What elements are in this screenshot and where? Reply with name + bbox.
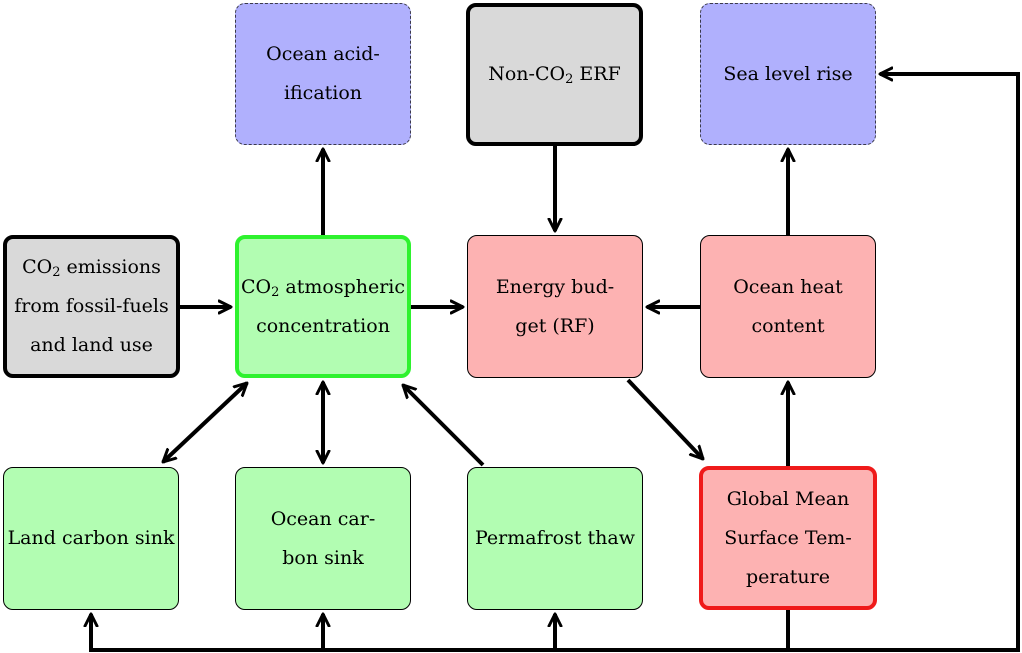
permafrost-thaw-label: Permafrost thaw — [475, 519, 635, 558]
label-line-2: content — [751, 314, 825, 337]
co2-concentration-label: CO2 atmospheric concentration — [241, 268, 405, 346]
label-line-1: Global Mean — [726, 487, 850, 510]
arrow-gmst-to-sea-level-rise — [788, 74, 1020, 652]
label-line-1: CO2 emissions — [22, 256, 161, 280]
arrow-permafrost-thaw-to-co2-concentration — [403, 385, 485, 467]
ocean-heat-content-label: Ocean heat content — [733, 268, 843, 346]
sea-level-rise-label: Sea level rise — [723, 55, 852, 94]
label-line-1: Sea level rise — [723, 62, 853, 85]
label-line-1: Ocean acid- — [266, 43, 380, 65]
land-carbon-sink-label: Land carbon sink — [8, 519, 175, 558]
node-non-co2-erf[interactable]: Non-CO2 ERF — [466, 3, 643, 146]
node-ocean-acidification[interactable]: Ocean acid-ification — [235, 3, 411, 145]
co2-emissions-label: CO2 emissions from fossil-fuels and land u… — [14, 248, 169, 365]
label-line-1: Permafrost thaw — [474, 527, 636, 549]
node-energy-budget[interactable]: Energy bud-get (RF) — [467, 235, 643, 378]
node-ocean-carbon-sink[interactable]: Ocean car-bon sink — [235, 467, 411, 610]
label-line-1: Land carbon sink — [7, 527, 175, 549]
arrow-land-carbon-sink-to-co2-concentration — [163, 383, 247, 462]
label-line-2: Surface Tem- — [724, 526, 852, 549]
label-line-1: CO2 atmospheric — [240, 275, 406, 300]
connections — [91, 74, 1020, 652]
ocean-carbon-sink-label: Ocean car-bon sink — [271, 500, 376, 578]
label-line-2: bon sink — [282, 546, 364, 569]
arrow-gmst-to-land-carbon-sink — [91, 610, 790, 652]
label-line-1: Non-CO2 ERF — [488, 63, 621, 87]
label-line-2: get (RF) — [515, 314, 595, 337]
label-line-2: from fossil-fuels — [14, 295, 169, 317]
label-line-2: concentration — [256, 314, 390, 337]
label-line-1: Energy bud- — [495, 275, 615, 298]
label-line-3: and land use — [30, 334, 153, 356]
non-co2-erf-label: Non-CO2 ERF — [488, 55, 621, 94]
label-line-3: perature — [745, 565, 830, 588]
node-land-carbon-sink[interactable]: Land carbon sink — [3, 467, 179, 610]
label-line-2: ification — [283, 82, 363, 104]
node-co2-emissions[interactable]: CO2 emissions from fossil-fuels and land u… — [3, 235, 180, 378]
node-sea-level-rise[interactable]: Sea level rise — [700, 3, 876, 145]
node-permafrost-thaw[interactable]: Permafrost thaw — [467, 467, 643, 610]
energy-budget-label: Energy bud-get (RF) — [496, 268, 614, 346]
node-ocean-heat-content[interactable]: Ocean heat content — [700, 235, 876, 378]
node-co2-concentration[interactable]: CO2 atmospheric concentration — [235, 235, 411, 378]
arrow-energy-budget-to-gmst — [626, 378, 703, 459]
label-line-1: Ocean car- — [270, 507, 376, 530]
label-line-1: Ocean heat — [733, 275, 843, 298]
ocean-acidification-label: Ocean acid-ification — [266, 35, 380, 113]
